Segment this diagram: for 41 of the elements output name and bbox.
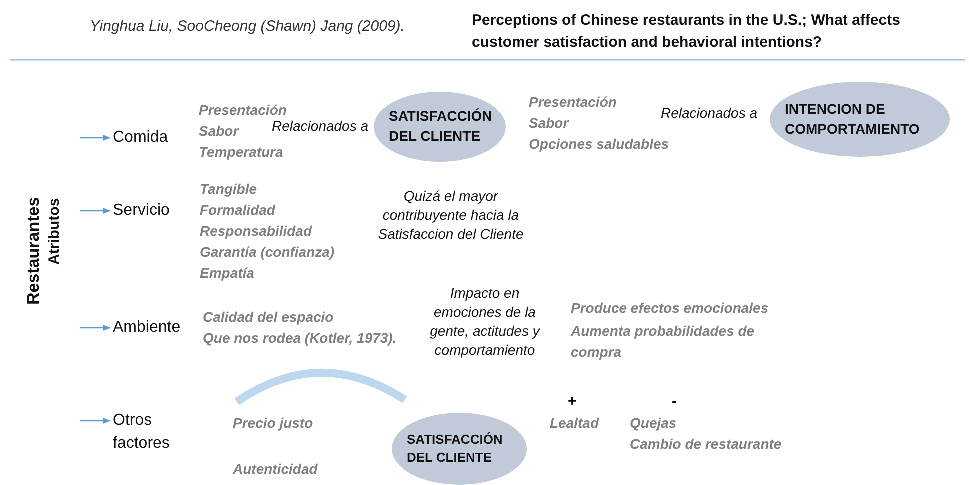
category-label: Servicio	[113, 199, 183, 222]
category-label: Ambiente	[113, 316, 183, 340]
attribute-text: Empatía	[200, 265, 254, 281]
ellipse-node: INTENCION DE COMPORTAMIENTO	[770, 82, 950, 157]
outcome-text: Cambio de restaurante	[630, 436, 782, 452]
arrow	[80, 418, 111, 424]
arrow	[80, 208, 111, 214]
attribute-text: Formalidad	[200, 202, 276, 218]
attribute-text: Tangible	[200, 181, 258, 197]
axis-title: Restaurantes	[24, 197, 44, 305]
attribute-text: Temperatura	[199, 144, 284, 160]
attribute-text: Sabor	[529, 115, 569, 131]
relation-text: Relacionados a	[272, 118, 369, 134]
attribute-text: Presentación	[529, 94, 617, 110]
outcome-text: Lealtad	[550, 415, 600, 431]
attribute-text: Garantía (confianza)	[200, 244, 335, 260]
category-label: Comida	[113, 126, 183, 150]
citation-text: Yinghua Liu, SooCheong (Shawn) Jang (2009).	[90, 18, 405, 35]
title: Perceptions of Chinese restaurants in the U.S.; What affects customer satisfaction and behavioral intentions?	[472, 11, 902, 53]
attribute-text: Que nos rodea (Kotler, 1973).	[203, 330, 397, 346]
category-label: Otros factores	[113, 409, 183, 456]
attribute-text: Calidad del espacio	[203, 309, 334, 325]
effect-text: Aumenta probabilidades de compra	[571, 322, 756, 362]
factor-text: Autenticidad	[233, 461, 318, 477]
plus-sign: +	[568, 393, 577, 410]
attribute-text: Sabor	[199, 123, 239, 139]
effect-text: Produce efectos emocionales	[571, 300, 769, 316]
factor-text: Precio justo	[233, 415, 314, 431]
minus-sign: -	[672, 393, 677, 410]
note-text: Quizá el mayor contribuyente hacia la Satisfaccion del Cliente	[377, 187, 525, 244]
ellipse-node: SATISFACCIÓN DEL CLIENTE	[374, 92, 506, 162]
relation-text: Relacionados a	[661, 105, 758, 121]
outcome-text: Quejas	[630, 415, 677, 431]
axis-subtitle: Atributos	[46, 198, 63, 265]
attribute-text: Opciones saludables	[529, 136, 670, 152]
attribute-text: Presentación	[199, 102, 287, 118]
note-text: Impacto en emociones de la gente, actitudes y comportamiento	[429, 284, 542, 360]
arrow	[80, 324, 111, 332]
ellipse-node: SATISFACCIÓN DEL CLIENTE	[392, 413, 527, 485]
attribute-text: Responsabilidad	[200, 223, 312, 239]
arrow	[80, 134, 111, 142]
